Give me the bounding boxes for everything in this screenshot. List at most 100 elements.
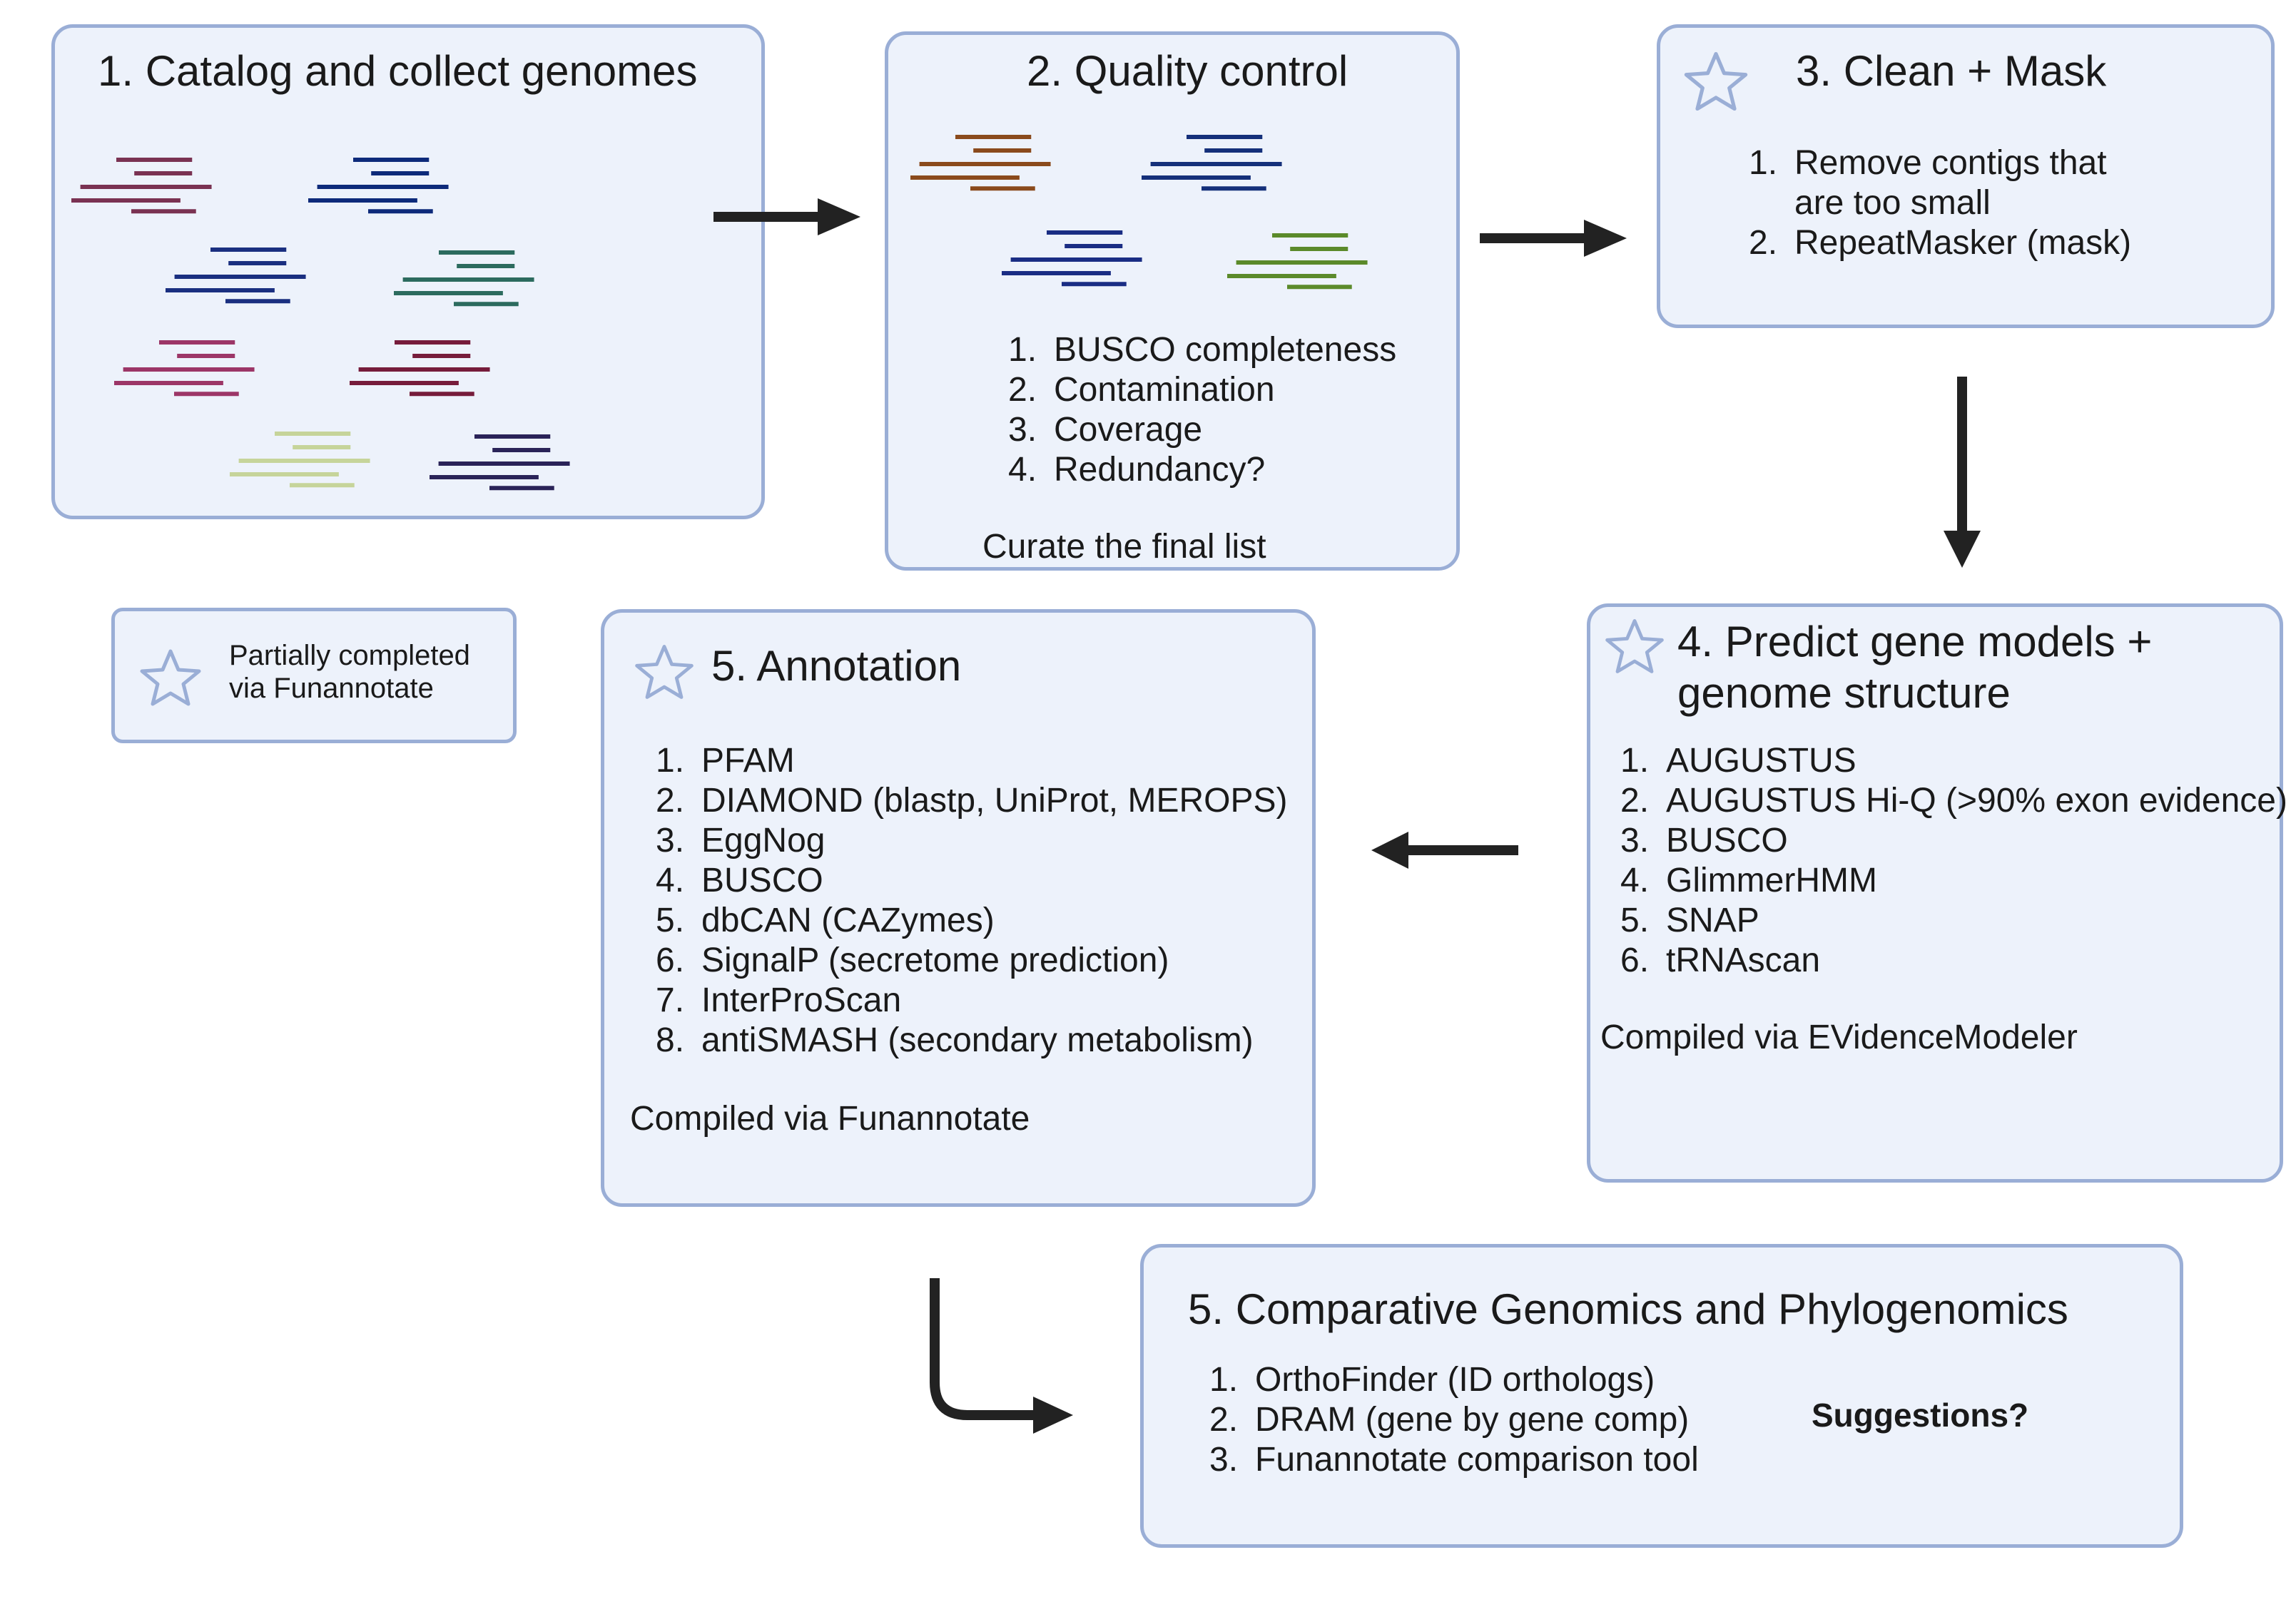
list-item-text: Contamination [1054, 371, 1275, 409]
list-item-text: AUGUSTUS [1666, 742, 1856, 780]
list-item: 5.SNAP [1620, 901, 2287, 941]
list-item: 4. Redundancy? [1008, 450, 1396, 490]
genome-contigs-illustration [910, 135, 1368, 290]
list-item-text: Remove contigs that [1794, 144, 2107, 182]
list-item-number: 3. [1008, 411, 1037, 449]
step4-title-line2: genome structure [1677, 669, 2011, 717]
list-item: 3. EggNog [656, 821, 1287, 861]
suggestions-label: Suggestions? [1812, 1397, 2029, 1434]
list-item-number: 3. [1209, 1441, 1239, 1479]
legend-line1: Partially completed [229, 640, 470, 671]
arrow-right-1 [713, 198, 860, 235]
step2-title: 2. Quality control [1027, 47, 1348, 95]
list-item: 1. BUSCO completeness [1008, 330, 1396, 370]
step4-note: Compiled via EVidenceModeler [1600, 1019, 2078, 1056]
list-item-number: 6. [1620, 942, 1650, 979]
list-item-text: DRAM (gene by gene comp) [1255, 1401, 1690, 1439]
list-item: 2. Contamination [1008, 370, 1396, 410]
list-item: 7. InterProScan [656, 981, 1287, 1021]
list-item: are too small [1749, 183, 2131, 223]
annotation-steps-list: 1. PFAM 2. DIAMOND (blastp, UniProt, MEROPS… [656, 741, 1287, 1061]
list-item: 3. Funannotate comparison tool [1209, 1440, 1699, 1480]
list-item-number: 1. [1008, 331, 1037, 369]
genome-contigs-illustration [71, 158, 570, 491]
list-item-text: InterProScan [701, 981, 902, 1019]
star-icon [1684, 51, 1748, 111]
list-item-text: GlimmerHMM [1666, 862, 1877, 899]
list-item-number: 2. [1620, 782, 1650, 820]
step5-box: 5. Annotation 1. PFAM 2. DIAMOND (blastp, U… [601, 609, 1316, 1207]
list-item: 1. PFAM [656, 741, 1287, 781]
list-item-number: 3. [656, 822, 685, 859]
star-icon [1605, 619, 1664, 673]
list-item-text: PFAM [701, 742, 795, 780]
list-item-text: SignalP (secretome prediction) [701, 942, 1169, 979]
list-item-number: 1. [656, 742, 685, 780]
list-item: 5.dbCAN (CAZymes) [656, 901, 1287, 941]
list-item: 1. Remove contigs that [1749, 143, 2131, 183]
qc-steps-list: 1. BUSCO completeness 2. Contamination 3. Cov… [1008, 330, 1396, 490]
step1-title: 1. Catalog and collect genomes [98, 47, 698, 95]
comparative-steps-list: 1. OrthoFinder (ID orthologs) 2. DRAM (gene… [1209, 1360, 1699, 1480]
list-item-text: antiSMASH (secondary metabolism) [701, 1021, 1254, 1059]
list-item-number: 3. [1620, 822, 1650, 859]
list-item-text: Funannotate comparison tool [1255, 1441, 1699, 1479]
list-item-number: 2. [1209, 1401, 1239, 1439]
legend-line2: via Funannotate [229, 673, 434, 704]
list-item-number: 7. [656, 981, 685, 1019]
list-item-text: Coverage [1054, 411, 1203, 449]
list-item-number: 1. [1209, 1361, 1239, 1399]
list-item: 2. DIAMOND (blastp, UniProt, MEROPS) [656, 781, 1287, 821]
list-item-text: Redundancy? [1054, 451, 1266, 489]
list-item-number: 2. [1749, 224, 1778, 262]
step1-box: 1. Catalog and collect genomes [51, 24, 765, 519]
list-item: 4. BUSCO [656, 861, 1287, 901]
step3-title: 3. Clean + Mask [1796, 47, 2107, 95]
list-item: 6. SignalP (secretome prediction) [656, 941, 1287, 981]
step6-box: 5. Comparative Genomics and Phylogenomic… [1140, 1244, 2183, 1548]
list-item: 3. BUSCO [1620, 821, 2287, 861]
list-item-text: DIAMOND (blastp, UniProt, MEROPS) [701, 782, 1288, 820]
list-item-text: tRNAscan [1666, 942, 1821, 979]
list-item-number: 4. [1008, 451, 1037, 489]
step5-title: 5. Annotation [711, 642, 962, 690]
arrow-right-2 [1480, 220, 1627, 257]
list-item: 3. Coverage [1008, 410, 1396, 450]
step4-box: 4. Predict gene models + genome structur… [1587, 603, 2287, 1183]
list-item-number: 4. [1620, 862, 1650, 899]
qc-note: Curate the final list [982, 528, 1266, 566]
list-item-number: 5. [656, 902, 685, 939]
list-item-text: BUSCO [1666, 822, 1788, 859]
step6-title: 5. Comparative Genomics and Phylogenomic… [1188, 1285, 2068, 1333]
star-icon [635, 645, 694, 699]
list-item-text: EggNog [701, 822, 826, 859]
list-item: 1. OrthoFinder (ID orthologs) [1209, 1360, 1699, 1400]
step5-note: Compiled via Funannotate [630, 1100, 1030, 1138]
list-item-number: 2. [1008, 371, 1037, 409]
list-item-text: OrthoFinder (ID orthologs) [1255, 1361, 1655, 1399]
arrow-elbow [930, 1278, 1073, 1434]
list-item-text: SNAP [1666, 902, 1759, 939]
list-item-number: 1. [1749, 144, 1778, 182]
list-item-number: 1. [1620, 742, 1650, 780]
list-item-text: BUSCO completeness [1054, 331, 1397, 369]
list-item-number: 4. [656, 862, 685, 899]
list-item: 2. RepeatMasker (mask) [1749, 223, 2131, 263]
list-item: 2.AUGUSTUS Hi-Q (>90% exon evidence) [1620, 781, 2287, 821]
list-item-number: 2. [656, 782, 685, 820]
star-icon [140, 649, 201, 706]
list-item-text: are too small [1794, 184, 1991, 222]
list-item-number: 8. [656, 1021, 685, 1059]
list-item-text: BUSCO [701, 862, 823, 899]
arrow-left [1371, 832, 1518, 869]
list-item-number: 6. [656, 942, 685, 979]
list-item: 2. DRAM (gene by gene comp) [1209, 1400, 1699, 1440]
list-item: 4. GlimmerHMM [1620, 861, 2287, 901]
step4-title-line1: 4. Predict gene models + [1677, 618, 2153, 665]
list-item-text: RepeatMasker (mask) [1794, 224, 2132, 262]
